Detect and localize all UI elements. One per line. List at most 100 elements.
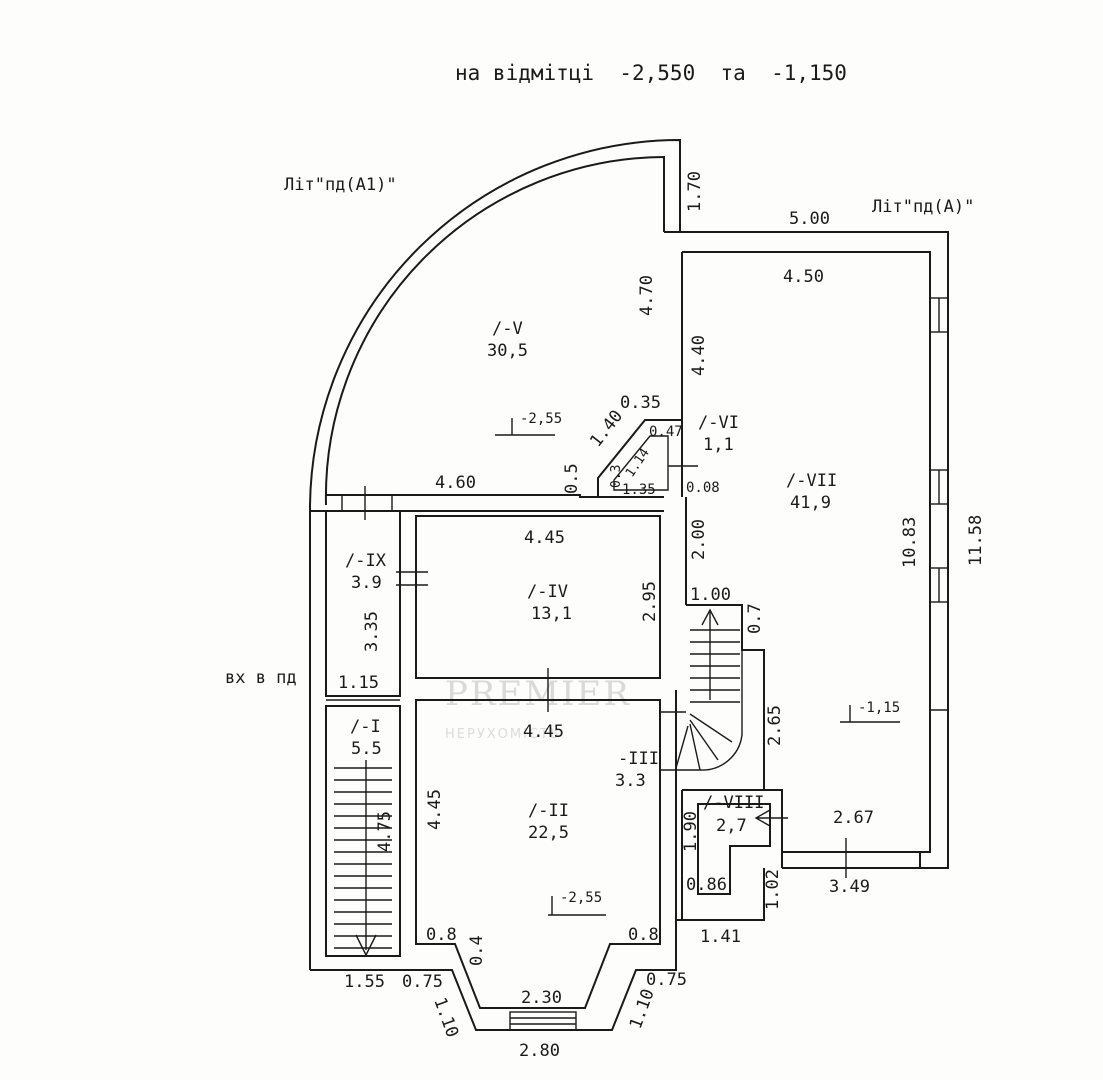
wall-room-ii-outer: [400, 690, 677, 1031]
wall-v-bottom: [326, 494, 664, 498]
dim-2-67: 2.67: [833, 808, 874, 828]
room-iv-area: 13,1: [531, 604, 572, 624]
level-room-vii: -1,15: [858, 700, 900, 716]
dim-0-4: 0.4: [467, 935, 487, 966]
room-viii: /-VIII 2,7: [703, 793, 764, 836]
dim-2-65: 2.65: [765, 705, 785, 746]
dim-1-15: 1.15: [338, 673, 379, 693]
dim-0-8-right: 0.8: [628, 925, 659, 945]
watermark-logo: PREMIER: [445, 674, 631, 714]
dim-0-7: 0.7: [745, 603, 765, 634]
room-viii-area: 2,7: [716, 816, 747, 836]
wall-room-viii: [682, 789, 783, 868]
dim-4-40: 4.40: [689, 335, 709, 376]
label-lit-a: Літ"пд(А)": [872, 197, 974, 217]
room-ix-area: 3.9: [351, 573, 382, 593]
dim-1-70: 1.70: [685, 171, 705, 212]
level-room-v: -2,55: [520, 411, 562, 427]
wall-room-ix: [325, 510, 401, 697]
dim-1-41: 1.41: [700, 927, 741, 947]
label-entrance: вх в пд: [225, 668, 297, 688]
wall-room-v-outer: [309, 138, 681, 970]
room-ix-id: /-IX: [345, 551, 387, 571]
room-vii-id: /-VII: [786, 471, 837, 491]
dim-0-86: 0.86: [686, 875, 727, 895]
dim-1-10-right: 1.10: [626, 986, 659, 1031]
dim-4-45-mid: 4.45: [523, 722, 564, 742]
level-room-ii: -2,55: [560, 890, 602, 906]
dim-0-5: 0.5: [562, 463, 582, 494]
room-vi-id: /-VI: [698, 413, 739, 433]
wall-room-v-inner: [324, 155, 665, 506]
level-markers: [495, 418, 900, 916]
room-vi-area: 1,1: [703, 435, 734, 455]
dim-2-80: 2.80: [519, 1041, 560, 1061]
room-vii-area: 41,9: [790, 493, 831, 513]
dim-1-55: 1.55: [344, 972, 385, 992]
dim-0-75-left: 0.75: [402, 972, 443, 992]
wall-room-ii-inner: [415, 699, 661, 1009]
room-iii: -III 3.3: [615, 749, 659, 791]
room-iv: /-IV 13,1: [527, 582, 572, 624]
stair-room-i: [334, 760, 392, 957]
room-ii: /-II 22,5: [528, 801, 569, 843]
dim-11-58: 11.58: [966, 515, 986, 566]
wall-room-iv: [415, 515, 661, 679]
wall-room-vi: [597, 419, 683, 497]
room-ii-area: 22,5: [528, 823, 569, 843]
stair-iii-curve: [660, 650, 743, 771]
walls: [309, 138, 949, 1031]
windows: [326, 297, 949, 1031]
dimensions: 5.00 4.50 0.35 0.47 1.35 0.08 4.60 4.45 …: [338, 171, 986, 1061]
dim-1-02: 1.02: [763, 869, 783, 910]
dim-2-00: 2.00: [689, 519, 709, 560]
door-v: [341, 494, 393, 512]
stairs: [334, 465, 788, 957]
watermark-subtitle: НЕРУХОМІСТЬ: [445, 727, 561, 742]
room-i-area: 5.5: [351, 739, 382, 759]
dim-1-35: 1.35: [622, 482, 656, 498]
dim-3-49: 3.49: [829, 877, 870, 897]
dim-4-50: 4.50: [783, 267, 824, 287]
room-viii-id: /-VIII: [703, 793, 764, 813]
dim-0-08: 0.08: [686, 480, 720, 496]
door-bay: [509, 1011, 577, 1031]
dim-0-47: 0.47: [649, 424, 683, 440]
dim-0-3: 0.3: [609, 465, 624, 488]
room-iii-id: -III: [618, 749, 659, 769]
room-v-area: 30,5: [487, 341, 528, 361]
label-lit-a1: Літ"пд(А1)": [284, 175, 397, 195]
room-v-id: /-V: [492, 319, 523, 339]
dim-2-30: 2.30: [521, 988, 562, 1008]
wall-room-viii-inner: [697, 803, 771, 895]
room-i: /-I 5.5: [350, 717, 382, 759]
dim-4-60: 4.60: [435, 473, 476, 493]
plan-title: на відмітці -2,550 та -1,150: [455, 61, 847, 85]
room-ix: /-IX 3.9: [345, 551, 387, 593]
wall-lower-step: [681, 790, 765, 921]
room-iii-area: 3.3: [615, 771, 646, 791]
stair-room-iii: [660, 608, 740, 771]
wall-room-vi-inner: [613, 435, 669, 491]
dim-1-00: 1.00: [690, 585, 731, 605]
room-vi: /-VI 1,1: [698, 413, 739, 455]
wall-room-vii-outer: [664, 231, 949, 869]
dim-4-45-left: 4.45: [425, 789, 445, 830]
wall-room-vii-bottom: [782, 852, 921, 869]
dim-3-35: 3.35: [362, 611, 382, 652]
wall-room-vii-inner: [682, 251, 931, 853]
room-v: /-V 30,5: [487, 319, 528, 361]
dim-10-83: 10.83: [900, 517, 920, 568]
room-ii-id: /-II: [528, 801, 569, 821]
dim-1-40: 1.40: [586, 406, 627, 451]
room-iv-id: /-IV: [527, 582, 568, 602]
dim-1-90: 1.90: [681, 811, 701, 852]
dim-0-35: 0.35: [620, 393, 661, 413]
dim-4-75: 4.75: [375, 811, 395, 852]
wall-room-i: [325, 705, 401, 957]
arrow-room-viii: [754, 809, 788, 827]
dim-0-8-left: 0.8: [426, 925, 457, 945]
dim-4-45-top: 4.45: [524, 528, 565, 548]
dim-1-10-left: 1.10: [429, 995, 462, 1040]
